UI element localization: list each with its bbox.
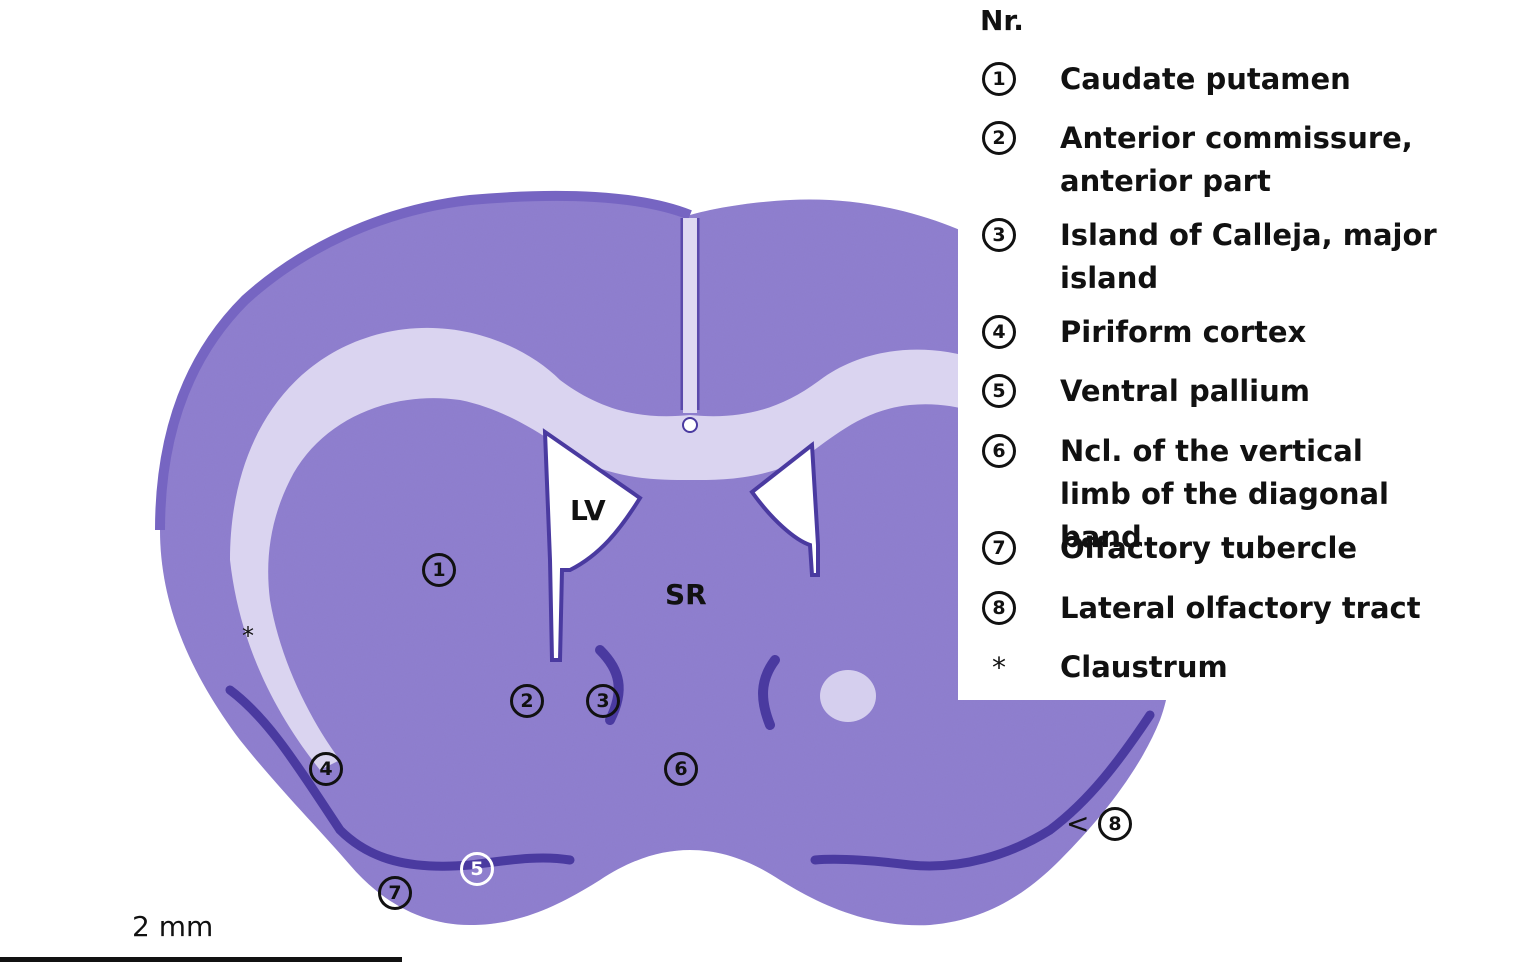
lateral-ventricle-left (542, 428, 643, 662)
legend-number: 5 (982, 374, 1016, 408)
legend-number: 7 (982, 531, 1016, 565)
legend-label: Olfactory tubercle (1060, 531, 1358, 565)
legend-label: Caudate putamen (1060, 62, 1351, 96)
legend-label: Piriform cortex (1060, 315, 1307, 349)
label-lv: LV (570, 494, 606, 527)
ventral-dark-band-left (225, 685, 575, 871)
lateral-ventricle-right (749, 441, 820, 577)
label-sr: SR (665, 578, 707, 611)
marker-7: 7 (378, 876, 412, 910)
legend-label: Ventral pallium (1060, 374, 1310, 408)
legend-label: Lateral olfactory tract (1060, 591, 1421, 625)
marker-2: 2 (510, 684, 544, 718)
legend-label: Claustrum (1060, 650, 1228, 684)
marker-6: 6 (664, 752, 698, 786)
legend-number: 1 (982, 62, 1016, 96)
midline-fissure (680, 218, 700, 410)
legend-number: 4 (982, 315, 1016, 349)
scale-bar (0, 957, 402, 962)
legend-label: Ncl. of the vertical limb of the diagona… (1060, 434, 1389, 554)
legend-number: 3 (982, 218, 1016, 252)
legend-number: 2 (982, 121, 1016, 155)
lot-arrow: < (1066, 807, 1090, 840)
marker-3: 3 (586, 684, 620, 718)
legend-label: Anterior commissure, anterior part (1060, 121, 1413, 198)
legend-number: 6 (982, 434, 1016, 468)
marker-8: 8 (1098, 807, 1132, 841)
marker-4: 4 (309, 752, 343, 786)
legend-panel: Nr. 1 Caudate putamen 2 Anterior commiss… (958, 0, 1534, 700)
marker-1: 1 (422, 553, 456, 587)
legend-label: Island of Calleja, major island (1060, 218, 1437, 295)
scale-label: 2 mm (132, 910, 214, 943)
legend-number: 8 (982, 591, 1016, 625)
legend-title: Nr. (980, 4, 1024, 37)
pale-spot (820, 670, 876, 722)
claustrum-asterisk: * (242, 622, 254, 650)
legend-number: * (992, 650, 1006, 684)
cortex-rim (155, 190, 692, 531)
ventral-dark-band-right (810, 710, 1155, 871)
marker-5: 5 (460, 852, 494, 886)
